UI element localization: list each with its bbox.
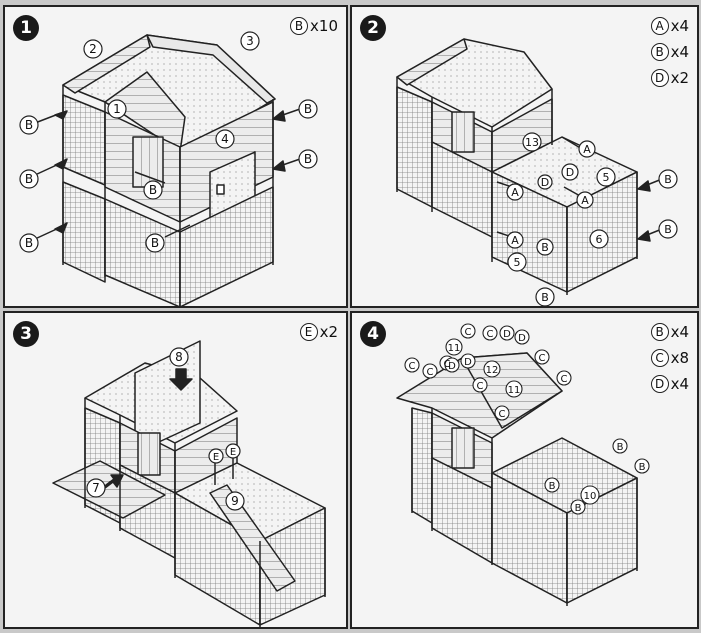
part-count: x4 xyxy=(670,323,689,341)
callout-part-13: 13 xyxy=(525,136,539,149)
part-count: x8 xyxy=(670,349,689,367)
part-letter-badge: C xyxy=(650,349,669,367)
callout-screw-c: C xyxy=(487,329,494,340)
callout-screw-c: C xyxy=(499,409,506,420)
callout-screw-b: B xyxy=(639,462,646,473)
hardware-legend: B x10 xyxy=(290,13,338,39)
step-2-panel: 2 A x4 B x4 D x2 13 A D D A A 5 xyxy=(350,5,699,308)
callout-part-6: 6 xyxy=(596,233,603,246)
callout-screw-c: C xyxy=(539,353,546,364)
callout-part-10: 10 xyxy=(584,491,597,502)
hardware-legend: A x4 B x4 D x2 xyxy=(650,13,689,91)
part-count: x4 xyxy=(670,375,689,393)
step-3-illustration xyxy=(52,340,326,627)
callout-part-4: 4 xyxy=(221,132,229,146)
callout-screw-b: B xyxy=(541,291,549,304)
callout-screw-c: C xyxy=(409,361,416,372)
callout-screw-a: A xyxy=(583,143,591,156)
hardware-legend: E x2 xyxy=(299,319,338,345)
hardware-item: B x4 xyxy=(650,39,689,65)
step-number: 2 xyxy=(360,15,386,41)
part-count: x4 xyxy=(670,17,689,35)
callout-screw-a: A xyxy=(511,234,519,247)
hardware-item: D x4 xyxy=(650,371,689,397)
step-3-panel: 3 E x2 8 7 9 E E xyxy=(3,311,348,629)
callout-part-12: 12 xyxy=(486,365,499,376)
callout-screw-b: B xyxy=(25,118,33,132)
hardware-item: D x2 xyxy=(650,65,689,91)
callout-part-1: 1 xyxy=(113,102,121,116)
callout-screw-b: B xyxy=(549,481,556,492)
callout-part-11: 11 xyxy=(448,343,461,354)
callout-part-9: 9 xyxy=(231,494,239,508)
callout-screw-b: B xyxy=(304,152,312,166)
step-2-callouts: 13 A D D A A 5 A B 5 6 B B B xyxy=(506,132,678,306)
callout-screw-b: B xyxy=(25,236,33,250)
part-count: x10 xyxy=(310,17,338,35)
hardware-item: B x10 xyxy=(290,13,338,39)
step-number: 3 xyxy=(13,321,39,347)
callout-screw-b: B xyxy=(664,173,672,186)
callout-screw-d: D xyxy=(448,361,456,372)
hardware-item: C x8 xyxy=(650,345,689,371)
part-letter-badge: A xyxy=(650,17,669,35)
callout-screw-c: C xyxy=(561,374,568,385)
callout-screw-b: B xyxy=(25,172,33,186)
callout-screw-d: D xyxy=(566,166,574,179)
part-letter-badge: B xyxy=(650,43,669,61)
hardware-item: E x2 xyxy=(299,319,338,345)
callout-screw-c: C xyxy=(444,359,451,370)
part-count: x4 xyxy=(670,43,689,61)
step-3-callouts: 8 7 9 E E xyxy=(86,347,245,511)
callout-screw-b: B xyxy=(617,442,624,453)
step-number: 1 xyxy=(13,15,39,41)
part-count: x2 xyxy=(670,69,689,87)
callout-screw-d: D xyxy=(464,357,472,368)
callout-part-3: 3 xyxy=(246,34,254,48)
callout-screw-b: B xyxy=(541,241,549,254)
callout-screw-a: A xyxy=(581,194,589,207)
step-4-callouts: C C C C C D D C C C C 11 12 11 D D B B B… xyxy=(404,323,650,515)
step-1-callouts: 2 3 1 4 B B B B B B B xyxy=(19,31,318,253)
callout-screw-d: D xyxy=(518,333,526,344)
callout-part-11: 11 xyxy=(508,385,521,396)
callout-screw-d: D xyxy=(503,329,511,340)
part-letter-badge: B xyxy=(290,17,309,35)
callout-screw-b: B xyxy=(664,223,672,236)
callout-screw-b: B xyxy=(304,102,312,116)
part-count: x2 xyxy=(319,323,338,341)
part-letter-badge: D xyxy=(650,375,669,393)
callout-screw-e: E xyxy=(213,452,219,463)
part-letter-badge: E xyxy=(299,323,318,341)
callout-screw-b: B xyxy=(149,183,157,197)
callout-screw-d: D xyxy=(541,176,549,189)
callout-screw-b: B xyxy=(575,503,582,514)
hardware-legend: B x4 C x8 D x4 xyxy=(650,319,689,397)
callout-part-5: 5 xyxy=(514,256,521,269)
part-letter-badge: B xyxy=(650,323,669,341)
hardware-item: B x4 xyxy=(650,319,689,345)
callout-part-7: 7 xyxy=(92,481,100,495)
callout-part-8: 8 xyxy=(175,350,183,364)
step-1-panel: 1 B x10 2 3 1 4 B B B B B B B xyxy=(3,5,348,308)
step-number: 4 xyxy=(360,321,386,347)
step-4-panel: 4 B x4 C x8 D x4 C C C C C xyxy=(350,311,699,629)
callout-part-5: 5 xyxy=(603,171,610,184)
callout-screw-c: C xyxy=(427,367,434,378)
callout-part-2: 2 xyxy=(89,42,97,56)
hardware-item: A x4 xyxy=(650,13,689,39)
callout-screw-c: C xyxy=(477,381,484,392)
part-letter-badge: D xyxy=(650,69,669,87)
callout-screw-c: C xyxy=(465,327,472,338)
callout-screw-e: E xyxy=(230,447,236,458)
callout-screw-b: B xyxy=(151,236,159,250)
callout-screw-a: A xyxy=(511,186,519,199)
